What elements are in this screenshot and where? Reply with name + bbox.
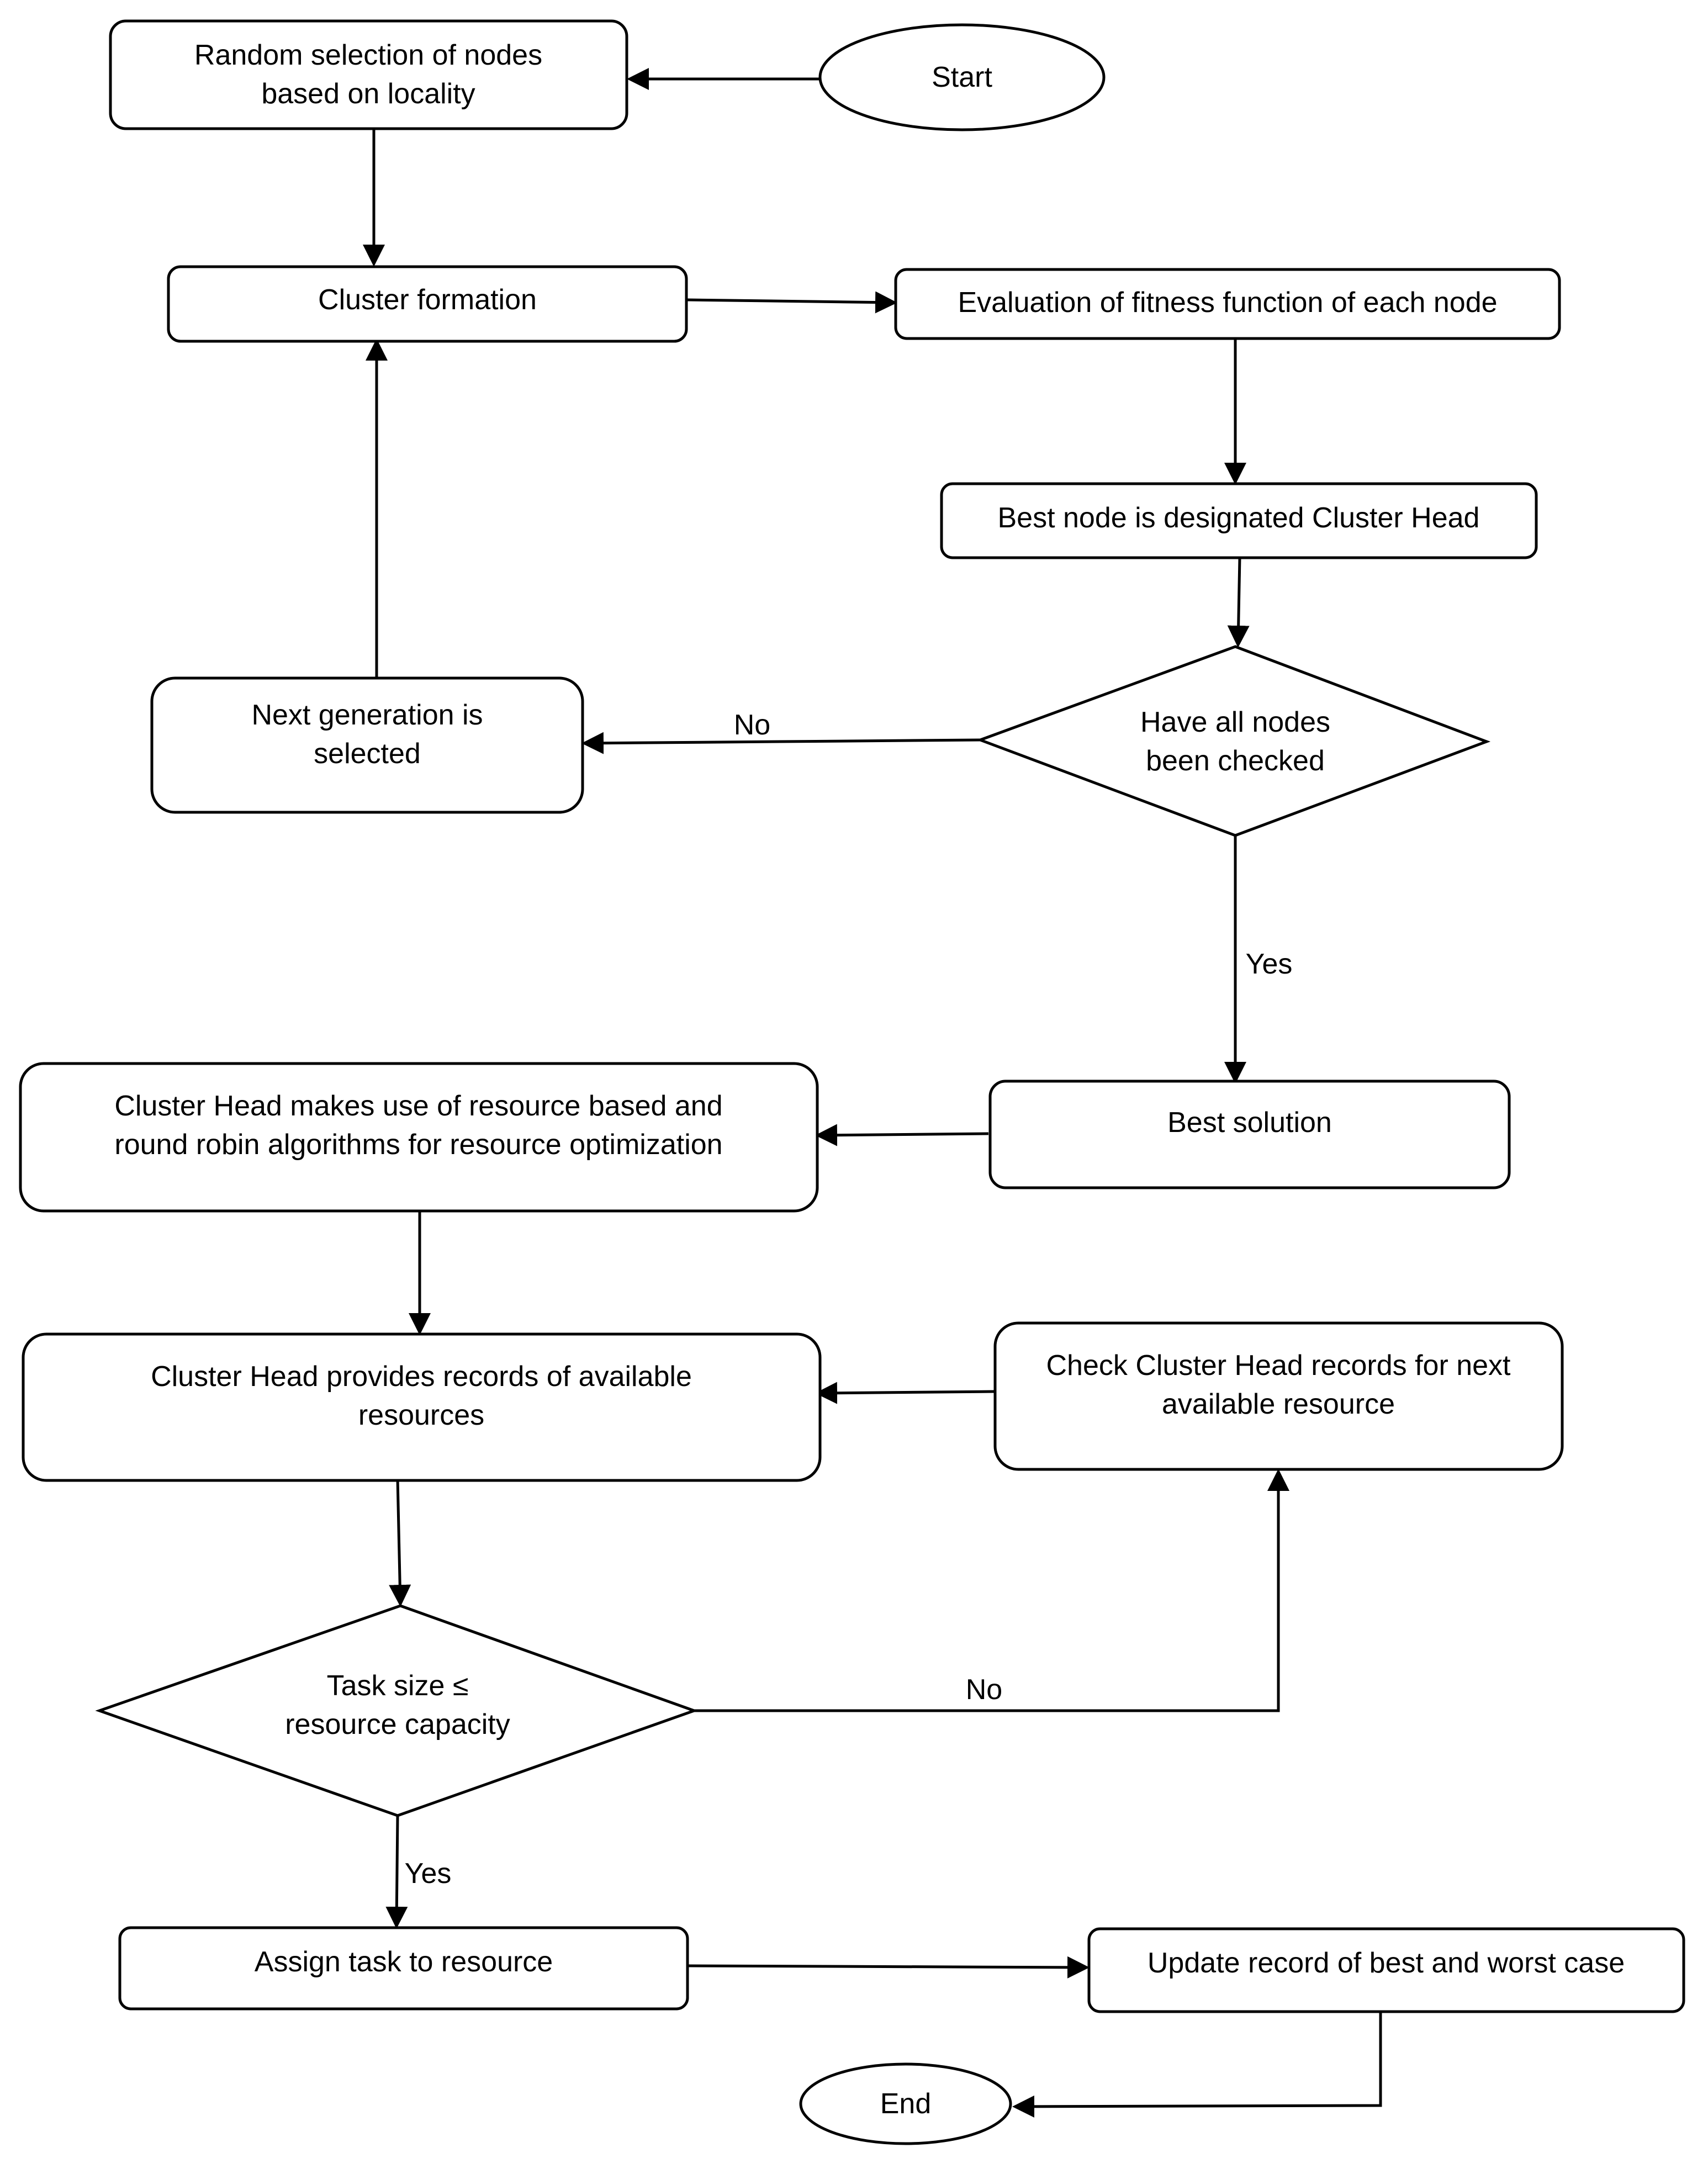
edge-check-records-to-ch-records <box>815 1382 995 1404</box>
edge-label-yes-capacity: Yes <box>405 1858 452 1890</box>
node-best-node-label: Best node is designated Cluster Head <box>998 502 1480 534</box>
edge-label-no-capacity: No <box>966 1674 1002 1706</box>
node-assign-task: Assign task to resource <box>118 1926 689 2011</box>
node-best-node: Best node is designated Cluster Head <box>940 482 1538 559</box>
node-evaluation: Evaluation of fitness function of each n… <box>894 268 1561 340</box>
edge-task-size-no-to-check-records <box>694 1469 1289 1712</box>
node-assign-task-label: Assign task to resource <box>255 1946 553 1978</box>
edge-ch-records-to-task-size <box>389 1478 411 1607</box>
node-update-record: Update record of best and worst case <box>1087 1927 1685 2013</box>
label-line: Cluster formation <box>318 284 537 316</box>
node-start: Start <box>818 23 1106 131</box>
edge-cluster-formation-to-evaluation <box>687 291 897 314</box>
label-line: been checked <box>1146 745 1325 777</box>
label-line: Start <box>932 61 992 93</box>
node-ch-algorithms: Cluster Head makes use of resource based… <box>19 1062 819 1213</box>
label-line: Best node is designated Cluster Head <box>998 502 1480 534</box>
node-check-records: Check Cluster Head records for next avail… <box>993 1321 1564 1471</box>
node-decision-all-checked: Have all nodes been checked <box>976 645 1491 837</box>
node-ch-algorithms-label: Cluster Head makes use of resource based… <box>114 1090 722 1161</box>
node-decision-task-size: Task size ≤ resource capacity <box>95 1604 699 1817</box>
edge-best-solution-to-ch-algorithms <box>815 1124 989 1146</box>
node-end: End <box>799 2062 1012 2145</box>
node-update-record-label: Update record of best and worst case <box>1148 1947 1625 1979</box>
edge-best-node-to-decision <box>1227 557 1250 648</box>
node-check-records-label: Check Cluster Head records for next avail… <box>1046 1350 1511 1420</box>
edge-assign-task-to-update-record <box>687 1956 1090 1978</box>
node-cluster-formation-label: Cluster formation <box>318 284 537 316</box>
node-random-selection-label: Random selection of nodes based on locali… <box>194 39 542 110</box>
label-line: selected <box>314 738 421 770</box>
label-line: Assign task to resource <box>255 1946 553 1978</box>
edge-task-size-yes-to-assign-task <box>385 1815 408 1929</box>
label-line: round robin algorithms for resource opti… <box>114 1129 722 1161</box>
label-line: Next generation is <box>251 699 483 731</box>
node-ch-records: Cluster Head provides records of availab… <box>22 1332 822 1482</box>
node-next-generation: Next generation is selected <box>150 676 584 814</box>
edge-label-no-checked: No <box>734 709 770 741</box>
node-cluster-formation: Cluster formation <box>167 265 688 343</box>
edge-update-record-to-end <box>1012 2012 1382 2118</box>
node-ch-records-label: Cluster Head provides records of availab… <box>151 1361 692 1431</box>
label-line: Check Cluster Head records for next <box>1046 1350 1511 1382</box>
label-line: based on locality <box>261 78 475 110</box>
node-evaluation-label: Evaluation of fitness function of each n… <box>958 287 1497 319</box>
label-line: Have all nodes <box>1140 706 1330 738</box>
node-random-selection: Random selection of nodes based on locali… <box>109 19 628 130</box>
label-line: Best solution <box>1167 1107 1332 1139</box>
label-line: Task size ≤ <box>327 1670 469 1702</box>
label-line: Update record of best and worst case <box>1148 1947 1625 1979</box>
node-best-solution-label: Best solution <box>1167 1107 1332 1139</box>
label-line: Cluster Head makes use of resource based… <box>114 1090 722 1122</box>
label-line: End <box>880 2088 932 2120</box>
label-line: resources <box>358 1399 484 1431</box>
label-line: Cluster Head provides records of availab… <box>151 1361 692 1393</box>
node-next-generation-label: Next generation is selected <box>251 699 483 770</box>
edge-label-yes-checked: Yes <box>1246 948 1293 980</box>
node-start-label: Start <box>932 61 992 93</box>
label-line: resource capacity <box>285 1708 510 1741</box>
connectors <box>363 68 1382 2118</box>
node-end-label: End <box>880 2088 932 2120</box>
node-decision-all-checked-label: Have all nodes been checked <box>1140 706 1330 777</box>
label-line: available resource <box>1162 1388 1395 1420</box>
node-decision-task-size-label: Task size ≤ resource capacity <box>285 1670 510 1741</box>
edge-decision-no-to-next-generation <box>581 732 981 754</box>
label-line: Random selection of nodes <box>194 39 542 71</box>
node-best-solution: Best solution <box>988 1080 1511 1189</box>
edge-labels: No Yes No Yes <box>405 709 1293 1890</box>
label-line: Evaluation of fitness function of each n… <box>958 287 1497 319</box>
